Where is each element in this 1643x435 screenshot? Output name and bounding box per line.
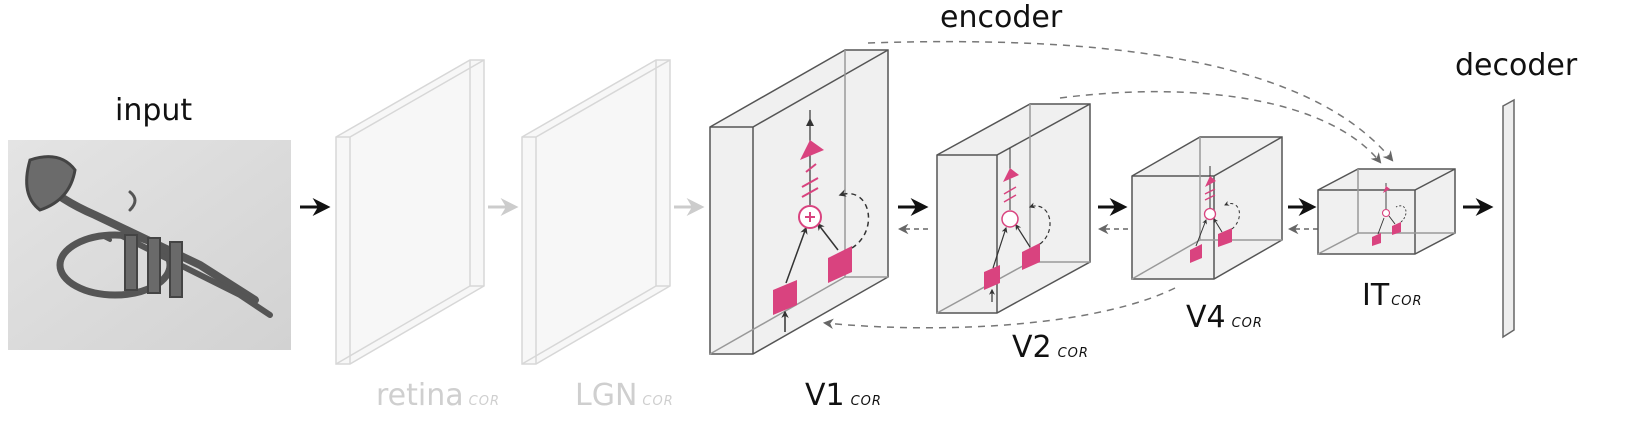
lgn-layer xyxy=(521,59,671,365)
feedback-v4-v1 xyxy=(822,287,1176,330)
v4-block xyxy=(1131,136,1283,280)
input-label: input xyxy=(115,93,192,128)
skip-v1-it xyxy=(867,40,1394,162)
v4-circuit xyxy=(1190,166,1240,263)
v1-circuit xyxy=(773,110,870,332)
v1-output-unit-icon xyxy=(800,140,824,160)
input-image xyxy=(8,140,291,350)
retina-layer xyxy=(335,59,485,365)
v1-recurrent-unit-icon xyxy=(828,246,852,283)
v1-block xyxy=(709,49,889,355)
it-circuit xyxy=(1372,183,1407,246)
v1-input-unit-icon xyxy=(773,280,797,315)
skip-v2-it xyxy=(1059,90,1382,164)
v2-circuit xyxy=(984,148,1051,302)
encoder-label: encoder xyxy=(940,0,1063,35)
flugelhorn-icon xyxy=(25,155,273,318)
v2-block xyxy=(936,103,1091,314)
decoder-label: decoder xyxy=(1455,48,1578,83)
decoder-block xyxy=(1502,98,1515,339)
